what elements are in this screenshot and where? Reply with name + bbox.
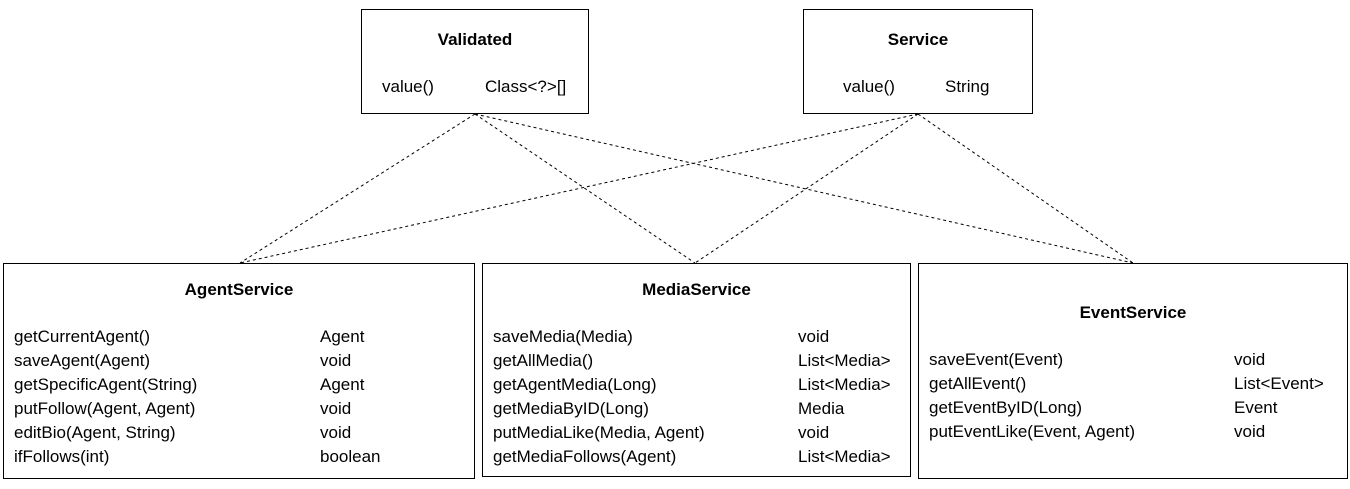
agentservice-method: getSpecificAgent(String) <box>14 375 198 394</box>
agentservice-method: getCurrentAgent() <box>14 327 151 346</box>
agentservice-type: void <box>320 399 352 418</box>
agentservice-type: void <box>320 423 352 442</box>
mediaservice-title: MediaService <box>642 280 751 299</box>
mediaservice-method: getAllMedia() <box>493 351 594 370</box>
mediaservice-method: getAgentMedia(Long) <box>493 375 657 394</box>
agentservice-type: Agent <box>320 375 365 394</box>
eventservice-type: List<Event> <box>1234 374 1324 393</box>
service-method: value() <box>843 77 895 96</box>
eventservice-method: getEventByID(Long) <box>929 398 1083 417</box>
eventservice-type: Event <box>1234 398 1278 417</box>
eventservice-title: EventService <box>1079 303 1187 322</box>
agentservice-box: AgentService getCurrentAgent() Agent sav… <box>3 263 475 479</box>
validated-method: value() <box>382 77 434 96</box>
validated-box: Validated value() Class<?>[] <box>361 9 589 114</box>
validated-title: Validated <box>437 30 513 49</box>
agentservice-type: boolean <box>320 447 381 466</box>
mediaservice-type: Media <box>798 399 845 418</box>
mediaservice-box: MediaService saveMedia(Media) void getAl… <box>482 263 911 477</box>
agentservice-method: ifFollows(int) <box>14 447 110 466</box>
mediaservice-type: void <box>798 423 830 442</box>
eventservice-method: saveEvent(Event) <box>929 350 1064 369</box>
mediaservice-type: List<Media> <box>798 375 891 394</box>
validated-type: Class<?>[] <box>485 77 567 96</box>
mediaservice-type: void <box>798 327 830 346</box>
agentservice-method: saveAgent(Agent) <box>14 351 151 370</box>
mediaservice-method: getMediaFollows(Agent) <box>493 447 677 466</box>
connector-service-mediaservice <box>694 113 919 264</box>
connector-validated-eventservice <box>474 113 1134 264</box>
service-type: String <box>945 77 990 96</box>
agentservice-type: Agent <box>320 327 365 346</box>
mediaservice-type: List<Media> <box>798 447 891 466</box>
eventservice-type: void <box>1234 350 1266 369</box>
service-title: Service <box>887 30 949 49</box>
agentservice-method: putFollow(Agent, Agent) <box>14 399 196 418</box>
eventservice-box: EventService saveEvent(Event) void getAl… <box>918 263 1348 479</box>
mediaservice-method: putMediaLike(Media, Agent) <box>493 423 705 442</box>
agentservice-method: editBio(Agent, String) <box>14 423 176 442</box>
eventservice-type: void <box>1234 422 1266 441</box>
mediaservice-method: saveMedia(Media) <box>493 327 633 346</box>
mediaservice-type: List<Media> <box>798 351 891 370</box>
eventservice-method: putEventLike(Event, Agent) <box>929 422 1136 441</box>
connector-validated-agentservice <box>239 113 476 264</box>
connector-validated-mediaservice <box>474 113 696 264</box>
connector-service-eventservice <box>917 113 1134 264</box>
mediaservice-method: getMediaByID(Long) <box>493 399 649 418</box>
agentservice-title: AgentService <box>184 280 294 299</box>
agentservice-type: void <box>320 351 352 370</box>
service-box: Service value() String <box>803 9 1033 114</box>
connector-service-agentservice <box>239 113 919 264</box>
eventservice-method: getAllEvent() <box>929 374 1027 393</box>
